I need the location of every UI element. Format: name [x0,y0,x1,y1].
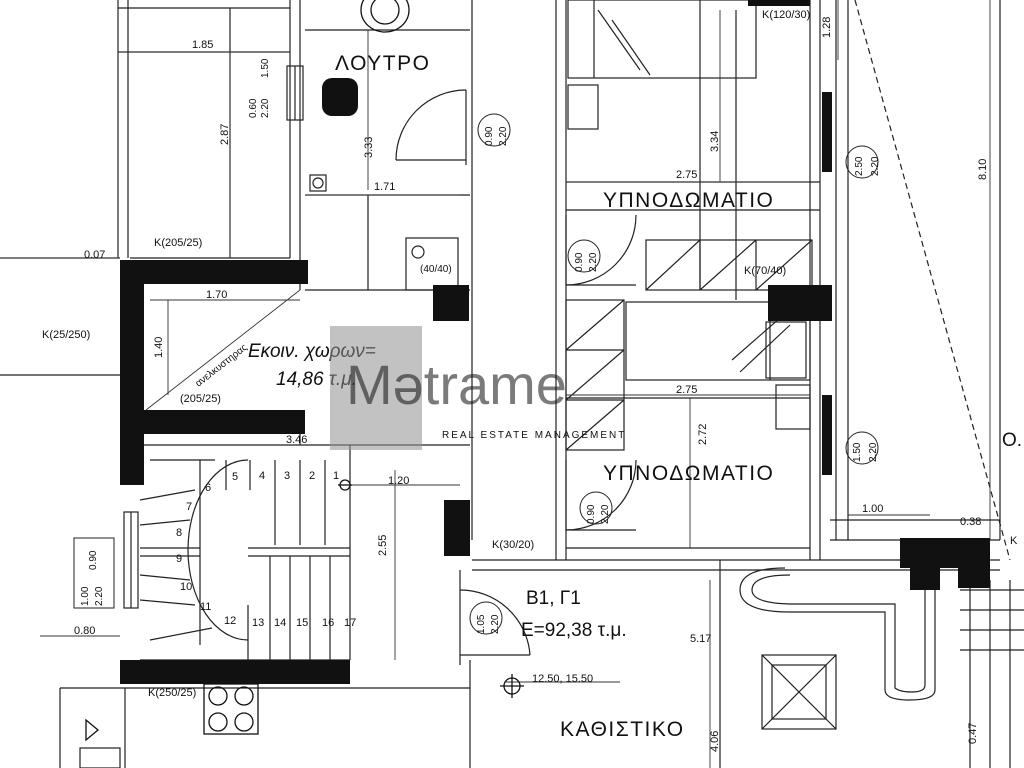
stair-step: 5 [232,471,238,483]
dim-label: 3.46 [286,434,307,446]
stair-step: 6 [205,482,211,494]
stair-step: 7 [186,501,192,513]
unit-area: Ε=92,38 τ.μ. [521,620,627,641]
unit-name: Β1, Γ1 [526,588,581,609]
room-label-bathroom: ΛΟΥΤΡΟ [335,52,430,75]
dim-label: 3.34 [709,131,721,152]
column-label: (40/40) [420,264,452,275]
dim-label: 2.75 [676,384,697,396]
column-label: Ο. [1002,430,1022,451]
dim-label: 1.71 [374,181,395,193]
column-label: (205/25) [180,393,221,405]
stair-step: 14 [274,617,286,629]
stair-step: 8 [176,527,182,539]
opening-label: 2.20 [588,252,599,272]
dimension-lines [0,0,991,768]
dim-label: 0.47 [967,723,979,744]
opening-label: 1.50 [852,442,863,462]
opening-label: 0.60 [248,98,259,118]
structural-walls [120,0,990,684]
stair-step: 11 [200,601,211,613]
column-label: Κ(205/25) [154,237,202,249]
dim-label: 4.06 [709,731,721,752]
level-label: 12.50, 15.50 [532,673,593,685]
stair-step: 15 [296,617,308,629]
column-label: Κ(25/250) [42,329,90,341]
dim-label: 3.33 [363,137,375,158]
dim-label: 1.70 [206,289,227,301]
opening-label: 2.20 [498,126,509,146]
opening-label: 2.20 [868,442,879,462]
room-label-living: ΚΑΘΙΣΤΙΚΟ [560,718,685,741]
dim-label: 0.80 [74,625,95,637]
stair-step: 12 [224,615,236,627]
column-labels: Κ(205/25) (205/25) Κ(25/250) Κ(120/30) Κ… [42,9,1022,699]
stair-numbers: 1 2 3 4 5 6 7 8 9 10 11 12 13 14 15 16 1… [176,470,356,629]
column-label: Κ(70/40) [744,265,786,277]
stair-step: 1 [333,470,339,482]
dim-label: 2.55 [377,535,389,556]
stair-step: 3 [284,470,290,482]
opening-label: 0.90 [574,252,585,272]
room-label-bedroom-2: ΥΠΝΟΔΩΜΑΤΙΟ [603,462,774,485]
dim-label: 0.07 [84,249,105,261]
watermark-text: Mətrame [346,353,567,416]
stair-step: 4 [259,470,265,482]
stair-step: 9 [176,553,182,565]
dim-label: 2.87 [219,124,231,145]
stair-step: 13 [252,617,264,629]
dim-label: 0.38 [960,516,981,528]
opening-label: 0.90 [586,504,597,524]
stair-step: 2 [309,470,315,482]
dim-label: 1.28 [821,17,833,38]
dim-label: 1.40 [153,337,165,358]
column-label: Κ(250/25) [148,687,196,699]
opening-label: 2.20 [260,98,271,118]
opening-label: 0.90 [484,126,495,146]
dim-label: 2.72 [697,424,709,445]
elevator-label: ανελκυστηρας [193,342,249,389]
opening-label: 1.50 [260,58,271,78]
dim-label: 8.10 [977,159,989,180]
fixtures [85,0,524,742]
dim-label: 1.85 [192,39,213,51]
stair-step: 16 [322,617,334,629]
opening-label: 1.05 [476,614,487,634]
dim-label: 1.00 [862,503,883,515]
opening-label: 0.90 [88,550,99,570]
opening-label: 1.00 [80,586,91,606]
stair-step: 17 [344,617,356,629]
column-label: Κ [1010,535,1018,547]
opening-label: 2.50 [854,156,865,176]
dim-label: 1.20 [388,475,409,487]
dim-label: 2.75 [676,169,697,181]
opening-marks: 1.50 0.60 2.20 2.50 2.20 1.50 2.20 1.00 … [73,58,881,635]
opening-label: 2.20 [870,156,881,176]
stair-step: 10 [180,581,192,593]
column-label: Κ(120/30) [762,9,810,21]
opening-label: 2.20 [600,504,611,524]
dim-label: 5.17 [690,633,711,645]
watermark-subtext: REAL ESTATE MANAGEMENT [442,430,626,441]
room-label-bedroom-1: ΥΠΝΟΔΩΜΑΤΙΟ [603,189,774,212]
opening-label: 2.20 [94,586,105,606]
opening-label: 2.20 [490,614,501,634]
column-label: Κ(30/20) [492,539,534,551]
dimension-labels: 1.85 2.87 3.33 1.71 3.34 2.75 2.75 2.72 … [74,17,989,752]
watermark: Mətrame REAL ESTATE MANAGEMENT [330,326,626,450]
